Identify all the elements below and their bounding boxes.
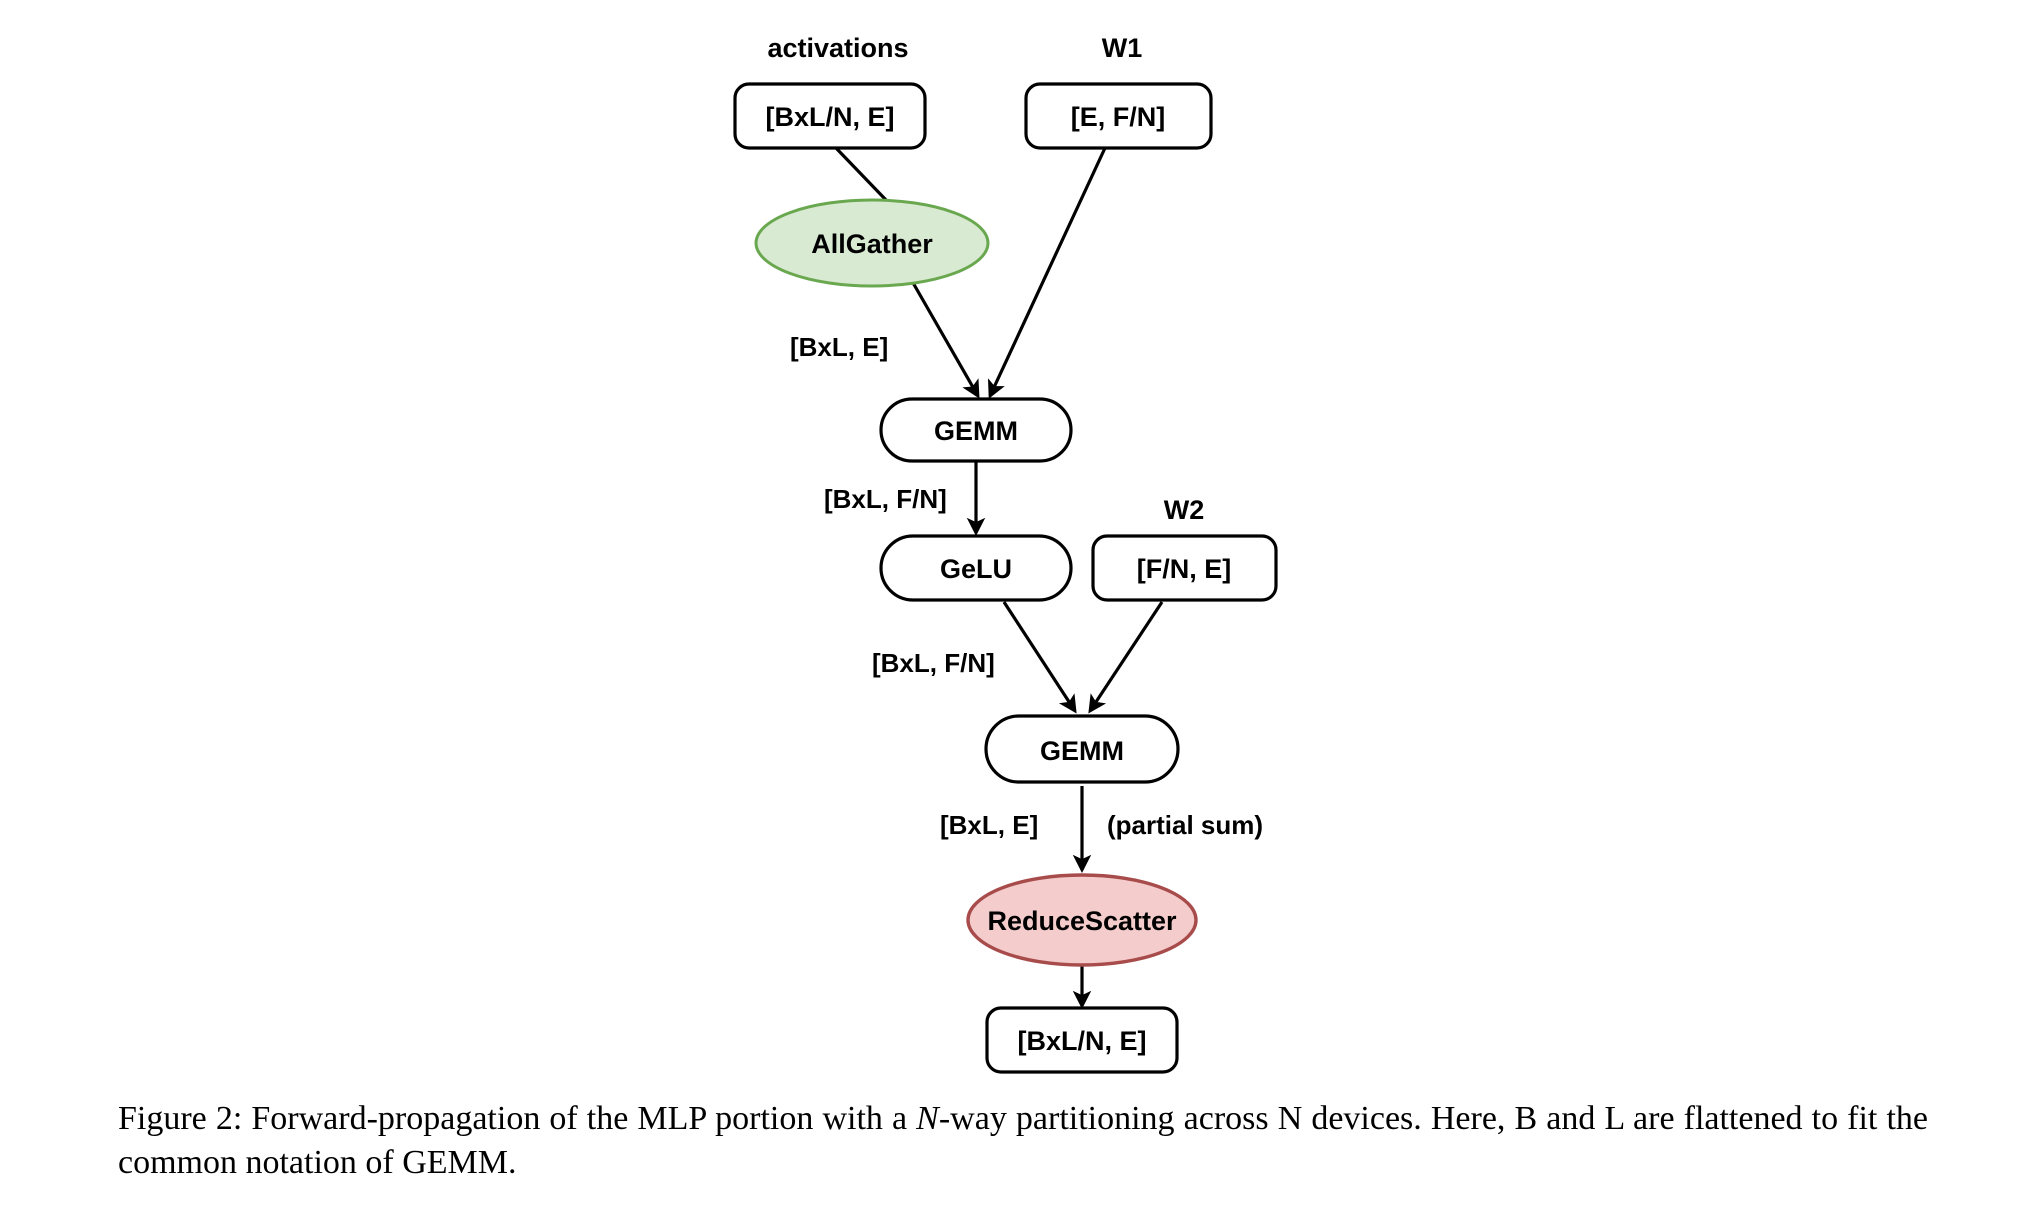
edge-activations-to-allgather: [834, 146, 888, 202]
allgather-label: AllGather: [811, 229, 933, 259]
diagram-canvas: activations W1 W2 [BxL, E] [BxL, F/N] [B…: [733, 33, 1278, 1074]
gemm2-shape: [984, 714, 1180, 784]
caption-emphasis: N: [916, 1100, 939, 1137]
activations-label: activations: [767, 33, 908, 63]
caption-part1: Forward-propagation of the MLP portion w…: [242, 1100, 917, 1137]
activations-box[interactable]: [BxL/N, E]: [733, 82, 927, 150]
edge-label-gelu-gemm2: [BxL, F/N]: [872, 648, 995, 678]
w2-box-label: [F/N, E]: [1137, 554, 1232, 584]
edge-w1-to-gemm1: [987, 147, 1107, 399]
edge-label-allgather-gemm1: [BxL, E]: [790, 332, 888, 362]
w1-box[interactable]: [E, F/N]: [1024, 82, 1213, 150]
activations-box-label: [BxL/N, E]: [765, 102, 894, 132]
gemm2-node[interactable]: GEMM: [984, 714, 1180, 784]
gemm2-label: GEMM: [1040, 736, 1124, 766]
w2-box[interactable]: [F/N, E]: [1091, 534, 1278, 602]
reducescatter-shape: [966, 873, 1198, 967]
output-box-shape: [985, 1006, 1179, 1074]
w2-label: W2: [1164, 495, 1205, 525]
w1-box-shape: [1024, 82, 1213, 150]
reducescatter-node[interactable]: ReduceScatter: [966, 873, 1198, 967]
figure-caption: Figure 2: Forward-propagation of the MLP…: [118, 1097, 1928, 1184]
caption-part2: -way partitioning across N devices. Here…: [118, 1100, 1928, 1181]
gemm1-label: GEMM: [934, 416, 1018, 446]
edge-label-gemm1-gelu: [BxL, F/N]: [824, 484, 947, 514]
gelu-label: GeLU: [940, 554, 1012, 584]
w1-label: W1: [1102, 33, 1143, 63]
allgather-node[interactable]: AllGather: [754, 198, 990, 288]
edge-allgather-to-gemm1: [910, 280, 980, 399]
w2-box-shape: [1091, 534, 1278, 602]
gelu-shape: [879, 534, 1073, 602]
w1-box-label: [E, F/N]: [1071, 102, 1166, 132]
caption-prefix: Figure 2:: [118, 1100, 243, 1137]
gemm1-shape: [879, 397, 1073, 463]
gelu-node[interactable]: GeLU: [879, 534, 1073, 602]
edge-gelu-to-gemm2: [1002, 601, 1077, 714]
output-box-label: [BxL/N, E]: [1017, 1026, 1146, 1056]
gemm1-node[interactable]: GEMM: [879, 397, 1073, 463]
allgather-shape: [754, 198, 990, 288]
output-box[interactable]: [BxL/N, E]: [985, 1006, 1179, 1074]
edge-w2-to-gemm2: [1088, 601, 1164, 714]
activations-box-shape: [733, 82, 927, 150]
edge-label-gemm2-rs: [BxL, E]: [940, 810, 1038, 840]
reducescatter-label: ReduceScatter: [987, 906, 1177, 936]
edge-label-partial-sum: (partial sum): [1107, 810, 1263, 840]
